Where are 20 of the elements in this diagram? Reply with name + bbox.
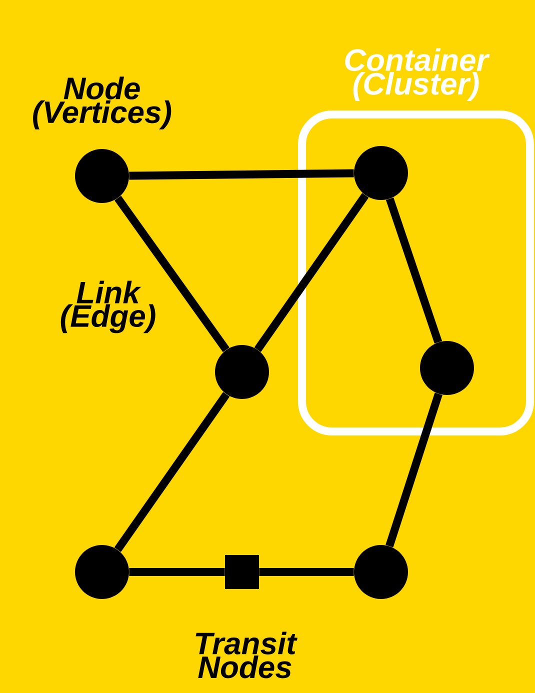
annotation-label: Node (Vertices) — [33, 76, 172, 130]
annotation-label: Link (Edge) — [60, 280, 156, 334]
node-circle — [215, 345, 269, 399]
node-circle — [75, 545, 129, 599]
link-line — [129, 568, 225, 576]
annotation-label: Transit Nodes — [196, 632, 298, 678]
link-line — [129, 169, 354, 180]
node-circle — [354, 545, 408, 599]
transit-square — [225, 555, 259, 589]
link-line — [259, 568, 354, 576]
container-box: Container (Cluster) — [298, 48, 534, 436]
link-line — [114, 196, 230, 352]
node-circle — [420, 341, 474, 395]
link-line — [254, 193, 369, 352]
link-line — [386, 197, 442, 344]
node-circle — [354, 146, 408, 200]
link-line — [386, 392, 442, 548]
node-label: Container (Cluster) — [345, 48, 490, 101]
link-line — [114, 392, 230, 552]
node-circle — [75, 149, 129, 203]
